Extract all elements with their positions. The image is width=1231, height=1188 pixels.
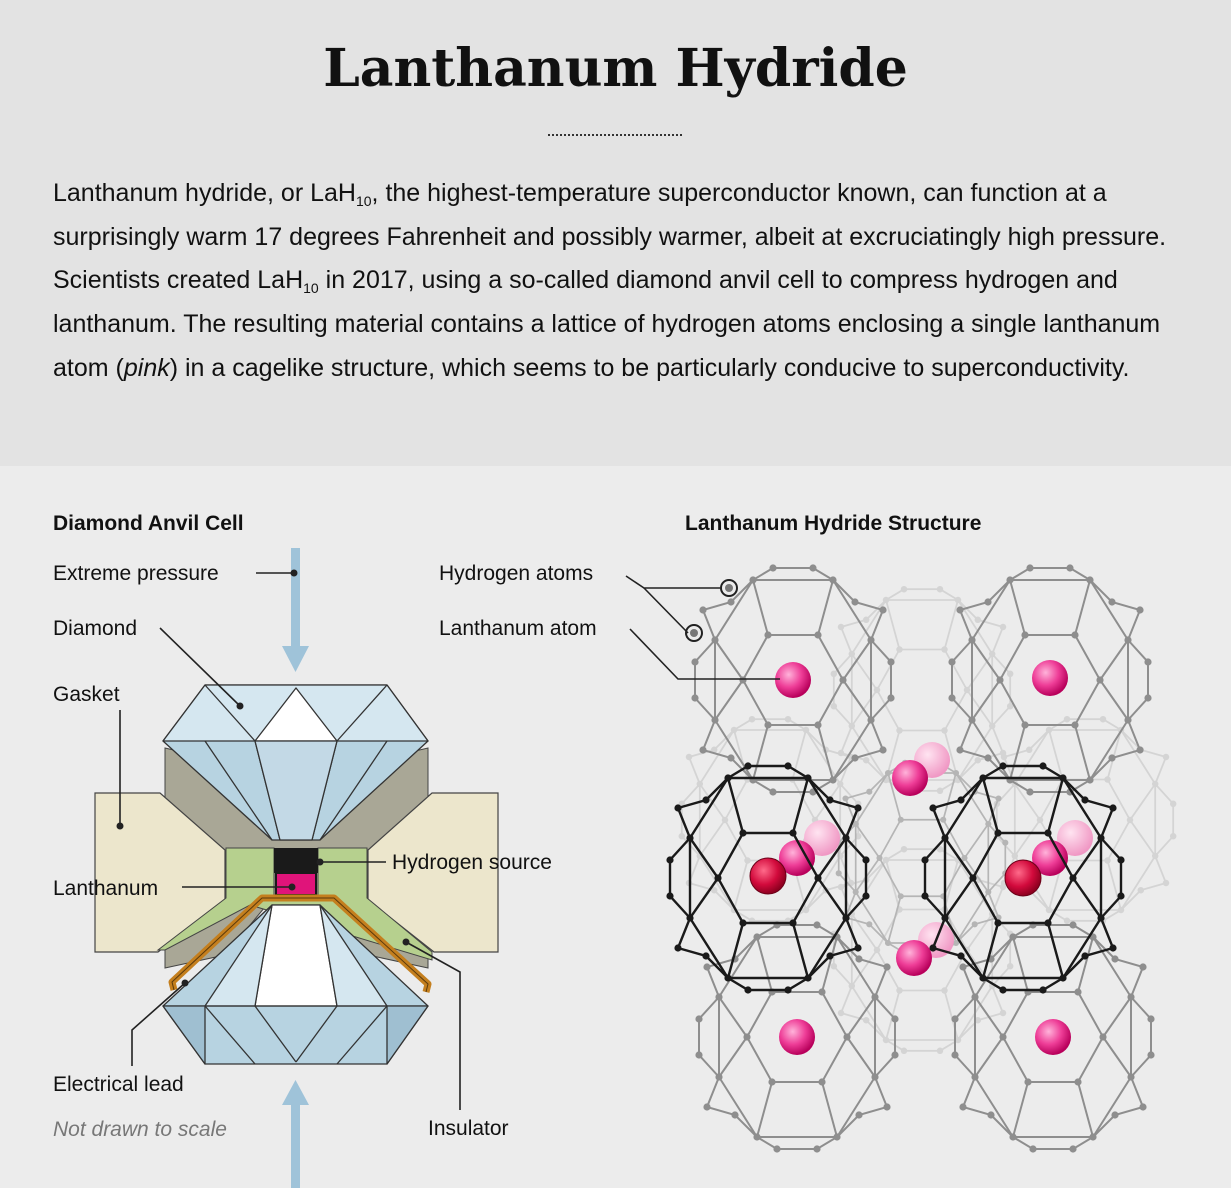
label-electrical-lead: Electrical lead <box>53 1073 184 1096</box>
lanthanum-atoms-corner <box>775 660 1071 1055</box>
structure-leader-lines <box>625 575 780 680</box>
not-to-scale-note: Not drawn to scale <box>53 1118 227 1141</box>
label-hydrogen-source: Hydrogen source <box>392 851 552 874</box>
intro-subscript-1: 10 <box>355 193 372 209</box>
hydrogen-source <box>274 848 318 873</box>
label-diamond: Diamond <box>53 617 137 640</box>
intro-text-1: Lanthanum hydride, or LaH <box>53 179 356 207</box>
pressure-arrow-bottom <box>282 1080 309 1188</box>
lanthanum-sample <box>275 872 317 896</box>
intro-text-4: ) in a cagelike structure, which seems t… <box>169 353 1130 382</box>
header: Lanthanum Hydride Lanthanum hydride, or … <box>0 0 1231 466</box>
intro-text-2: , the highest-temperature superconductor… <box>53 179 1167 295</box>
title-divider <box>548 134 682 136</box>
label-lanthanum-atom: Lanthanum atom <box>439 617 597 640</box>
label-lanthanum: Lanthanum <box>53 877 158 900</box>
lanthanum-atoms-front <box>749 857 1042 897</box>
structure-heading: Lanthanum Hydride Structure <box>685 512 981 535</box>
intro-paragraph: Lanthanum hydride, or LaH10, the highest… <box>53 172 1193 391</box>
intro-italic: pink <box>123 353 170 382</box>
label-hydrogen-atoms: Hydrogen atoms <box>439 562 593 585</box>
intro-subscript-2: 10 <box>303 280 319 297</box>
page-title: Lanthanum Hydride <box>323 38 908 99</box>
diamond-bottom <box>162 904 429 1065</box>
pressure-arrow-top <box>282 548 309 672</box>
anvil-leader-lines <box>119 572 461 1110</box>
intro-text-3: in 2017, using a so-called diamond anvil… <box>53 266 1161 382</box>
label-insulator: Insulator <box>428 1117 509 1140</box>
anvil-heading: Diamond Anvil Cell <box>53 512 244 535</box>
lanthanum-atoms-center <box>779 742 1093 976</box>
label-extreme-pressure: Extreme pressure <box>53 562 219 585</box>
diamond-top <box>162 684 429 841</box>
label-gasket: Gasket <box>53 683 120 706</box>
